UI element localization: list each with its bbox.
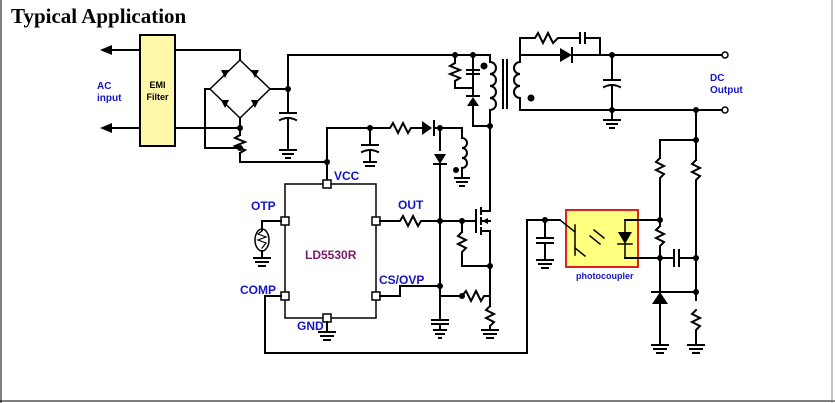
ac-input-label-2: input <box>97 93 122 104</box>
pin-label-out: OUT <box>398 198 424 212</box>
emi-filter-label-2: Filter <box>146 92 169 102</box>
snubber <box>447 54 491 127</box>
pin-label-comp: COMP <box>240 283 276 297</box>
emi-filter-label-1: EMI <box>149 80 166 90</box>
pin-label-otp: OTP <box>251 199 276 213</box>
photocoupler-internals <box>558 218 633 259</box>
mosfet <box>475 207 491 267</box>
comp-feedback <box>264 219 561 354</box>
page-title: Typical Application <box>11 4 187 28</box>
chip-ground <box>318 321 336 341</box>
pin-label-vcc: VCC <box>334 169 360 183</box>
otp-thermistor <box>253 220 282 267</box>
ac-input-arrows <box>100 45 141 133</box>
feedback-network <box>624 109 705 354</box>
pin-label-gnd: GND <box>297 319 324 333</box>
pin-label-csovp: CS/OVP <box>379 273 425 287</box>
chip-name: LD5530R <box>305 248 357 262</box>
secondary-output <box>519 30 729 129</box>
emi-filter-box <box>139 34 176 147</box>
bridge-rectifier <box>204 58 289 149</box>
startup-resistor <box>232 127 328 181</box>
dc-output-label-2: Output <box>710 85 743 96</box>
ac-input-label-1: AC <box>97 81 112 92</box>
dc-output-label-1: DC <box>710 73 725 84</box>
current-sense <box>379 265 499 339</box>
photocoupler-label: photocoupler <box>576 271 634 281</box>
junction-dots <box>237 52 699 299</box>
gate-drive <box>379 213 491 267</box>
transformer <box>480 54 613 209</box>
